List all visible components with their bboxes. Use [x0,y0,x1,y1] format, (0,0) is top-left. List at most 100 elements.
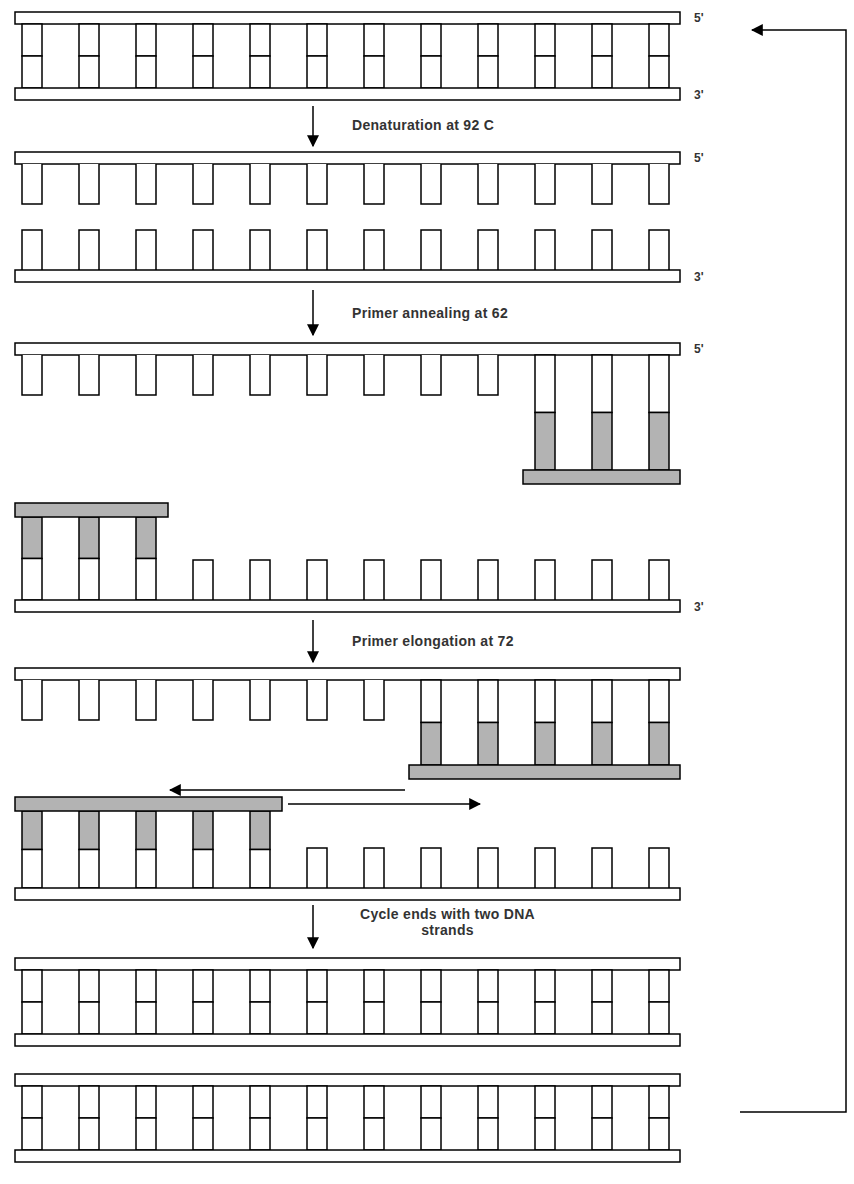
strand-end-label: 3' [694,270,704,284]
base [478,723,498,766]
step-arrow [312,290,314,335]
strand-backbone [15,888,680,900]
step-label: Denaturation at 92 C [352,117,494,133]
base [250,1118,270,1150]
strand-backbone [15,12,680,24]
base [364,1086,384,1118]
unpaired-base [79,164,99,204]
base [79,970,99,1002]
unpaired-base [193,230,213,270]
base [478,1118,498,1150]
base [535,413,555,471]
base [478,56,498,88]
base [22,1086,42,1118]
base [307,1118,327,1150]
unpaired-base [592,164,612,204]
unpaired-base [535,560,555,600]
unpaired-base [136,164,156,204]
step-label: Cycle ends with two DNA strands [345,906,550,938]
base [535,56,555,88]
base [136,559,156,601]
unpaired-base [364,355,384,395]
base [478,680,498,723]
base [136,517,156,559]
strand-end-label: 5' [694,342,704,356]
unpaired-base [478,355,498,395]
unpaired-base [364,560,384,600]
base [250,811,270,850]
base [478,1086,498,1118]
unpaired-base [250,230,270,270]
unpaired-base [649,230,669,270]
base [193,24,213,56]
unpaired-base [649,560,669,600]
base [22,24,42,56]
base [193,1086,213,1118]
base [649,355,669,413]
base [79,850,99,889]
base [193,1118,213,1150]
base [421,56,441,88]
unpaired-base [250,560,270,600]
base [535,680,555,723]
base [421,970,441,1002]
strand-backbone [15,270,680,282]
unpaired-base [592,560,612,600]
strand-backbone [523,470,680,484]
base [193,970,213,1002]
base [250,850,270,889]
base [79,559,99,601]
base [22,970,42,1002]
base [79,1086,99,1118]
base [307,970,327,1002]
base [649,1002,669,1034]
strand-end-label: 3' [694,600,704,614]
unpaired-base [307,164,327,204]
unpaired-base [79,355,99,395]
extension-arrow [170,789,405,791]
base [136,24,156,56]
strand-backbone [409,765,680,779]
base [535,1086,555,1118]
base [592,24,612,56]
base [364,24,384,56]
base [535,24,555,56]
unpaired-base [649,164,669,204]
step-arrow [312,106,314,146]
unpaired-base [364,230,384,270]
unpaired-base [193,355,213,395]
unpaired-base [364,848,384,888]
base [535,970,555,1002]
unpaired-base [535,230,555,270]
unpaired-base [478,164,498,204]
base [421,1002,441,1034]
base [649,723,669,766]
unpaired-base [193,560,213,600]
unpaired-base [22,164,42,204]
base [79,517,99,559]
strand-backbone [15,668,680,680]
base [136,1086,156,1118]
base [592,1002,612,1034]
base [421,1086,441,1118]
base [136,811,156,850]
base [592,1118,612,1150]
base [592,1086,612,1118]
step-label: Primer annealing at 62 [352,305,508,321]
unpaired-base [421,560,441,600]
unpaired-base [421,230,441,270]
base [421,680,441,723]
base [250,970,270,1002]
unpaired-base [364,680,384,720]
base [79,1002,99,1034]
unpaired-base [193,164,213,204]
unpaired-base [193,680,213,720]
strand-backbone [15,1034,680,1046]
unpaired-base [478,560,498,600]
step-arrow [312,620,314,662]
unpaired-base [478,230,498,270]
unpaired-base [136,230,156,270]
unpaired-base [364,164,384,204]
unpaired-base [136,680,156,720]
base [535,355,555,413]
